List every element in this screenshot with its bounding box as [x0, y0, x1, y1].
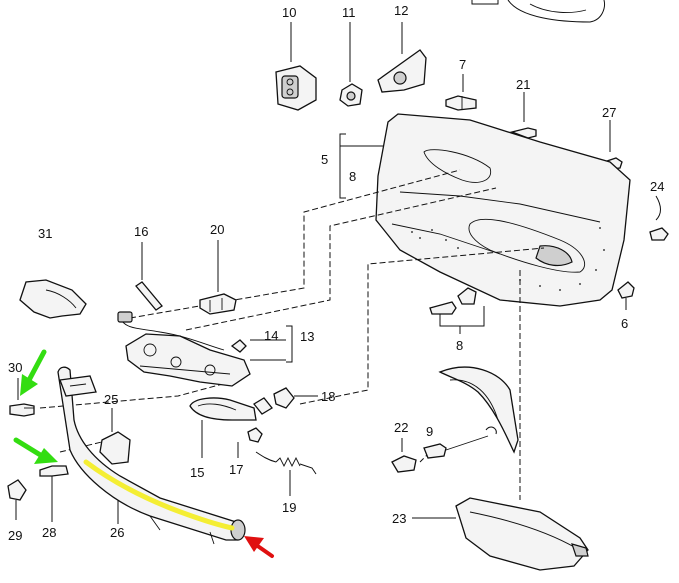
door-frame-section [438, 366, 519, 454]
label-part-28: 28 [42, 525, 56, 540]
part-19-spring-rod [255, 451, 317, 496]
part-9-screw [423, 435, 489, 459]
label-part-18: 18 [321, 389, 335, 404]
label-part-14: 14 [264, 328, 278, 343]
part-6-clip [617, 281, 635, 310]
green-pointer-arrow-part-28 [13, 437, 58, 464]
label-part-23: 23 [392, 511, 406, 526]
part-8-screw-and-clip [429, 287, 485, 334]
label-part-8-upper: 8 [349, 169, 356, 184]
label-part-19: 19 [282, 500, 296, 515]
label-part-9: 9 [426, 424, 433, 439]
part-23-lower-cover [412, 497, 589, 571]
label-part-22: 22 [394, 420, 408, 435]
part-12-trim-cover [377, 22, 427, 93]
part-5-door-trim-panel [339, 113, 631, 307]
label-part-20: 20 [210, 222, 224, 237]
label-part-7: 7 [459, 57, 466, 72]
label-part-31: 31 [38, 226, 52, 241]
part-18-clip [273, 387, 318, 409]
part-16-rod [135, 242, 163, 311]
label-part-6: 6 [621, 316, 628, 331]
part-31-cover [19, 279, 87, 319]
top-cut-off-part [471, 0, 605, 23]
label-part-21: 21 [516, 77, 530, 92]
part-20-clip [199, 240, 237, 315]
red-pointer-arrow-part-26 [244, 536, 274, 558]
label-part-12: 12 [394, 3, 408, 18]
label-part-15: 15 [190, 465, 204, 480]
label-part-24: 24 [650, 179, 664, 194]
label-part-13: 13 [300, 329, 314, 344]
part-24-clip [649, 195, 669, 241]
label-part-10: 10 [282, 5, 296, 20]
part-28-bolt [39, 465, 69, 522]
part-10-switch [275, 22, 317, 111]
label-part-30: 30 [8, 360, 22, 375]
part-21-screw [509, 92, 537, 139]
part-29-clip [7, 479, 27, 520]
part-7-clip [445, 74, 477, 111]
label-part-8-lower: 8 [456, 338, 463, 353]
label-part-17: 17 [229, 462, 243, 477]
part-13-lock-mechanism [117, 311, 293, 387]
label-part-5: 5 [321, 152, 328, 167]
part-26-handle-strip [57, 366, 246, 545]
label-part-27: 27 [602, 105, 616, 120]
label-part-29: 29 [8, 528, 22, 543]
part-17-clip [237, 427, 263, 458]
part-30-bolt [9, 378, 35, 417]
label-part-11: 11 [342, 5, 356, 20]
part-22-clip [391, 438, 417, 473]
part-25-bracket [99, 408, 131, 465]
label-part-26: 26 [110, 525, 124, 540]
part-11-switch [339, 22, 363, 107]
label-part-25: 25 [104, 392, 118, 407]
green-pointer-arrow-part-30 [20, 349, 47, 396]
part-15-inner-handle [189, 397, 273, 458]
label-part-16: 16 [134, 224, 148, 239]
highlight-strip [83, 459, 235, 531]
